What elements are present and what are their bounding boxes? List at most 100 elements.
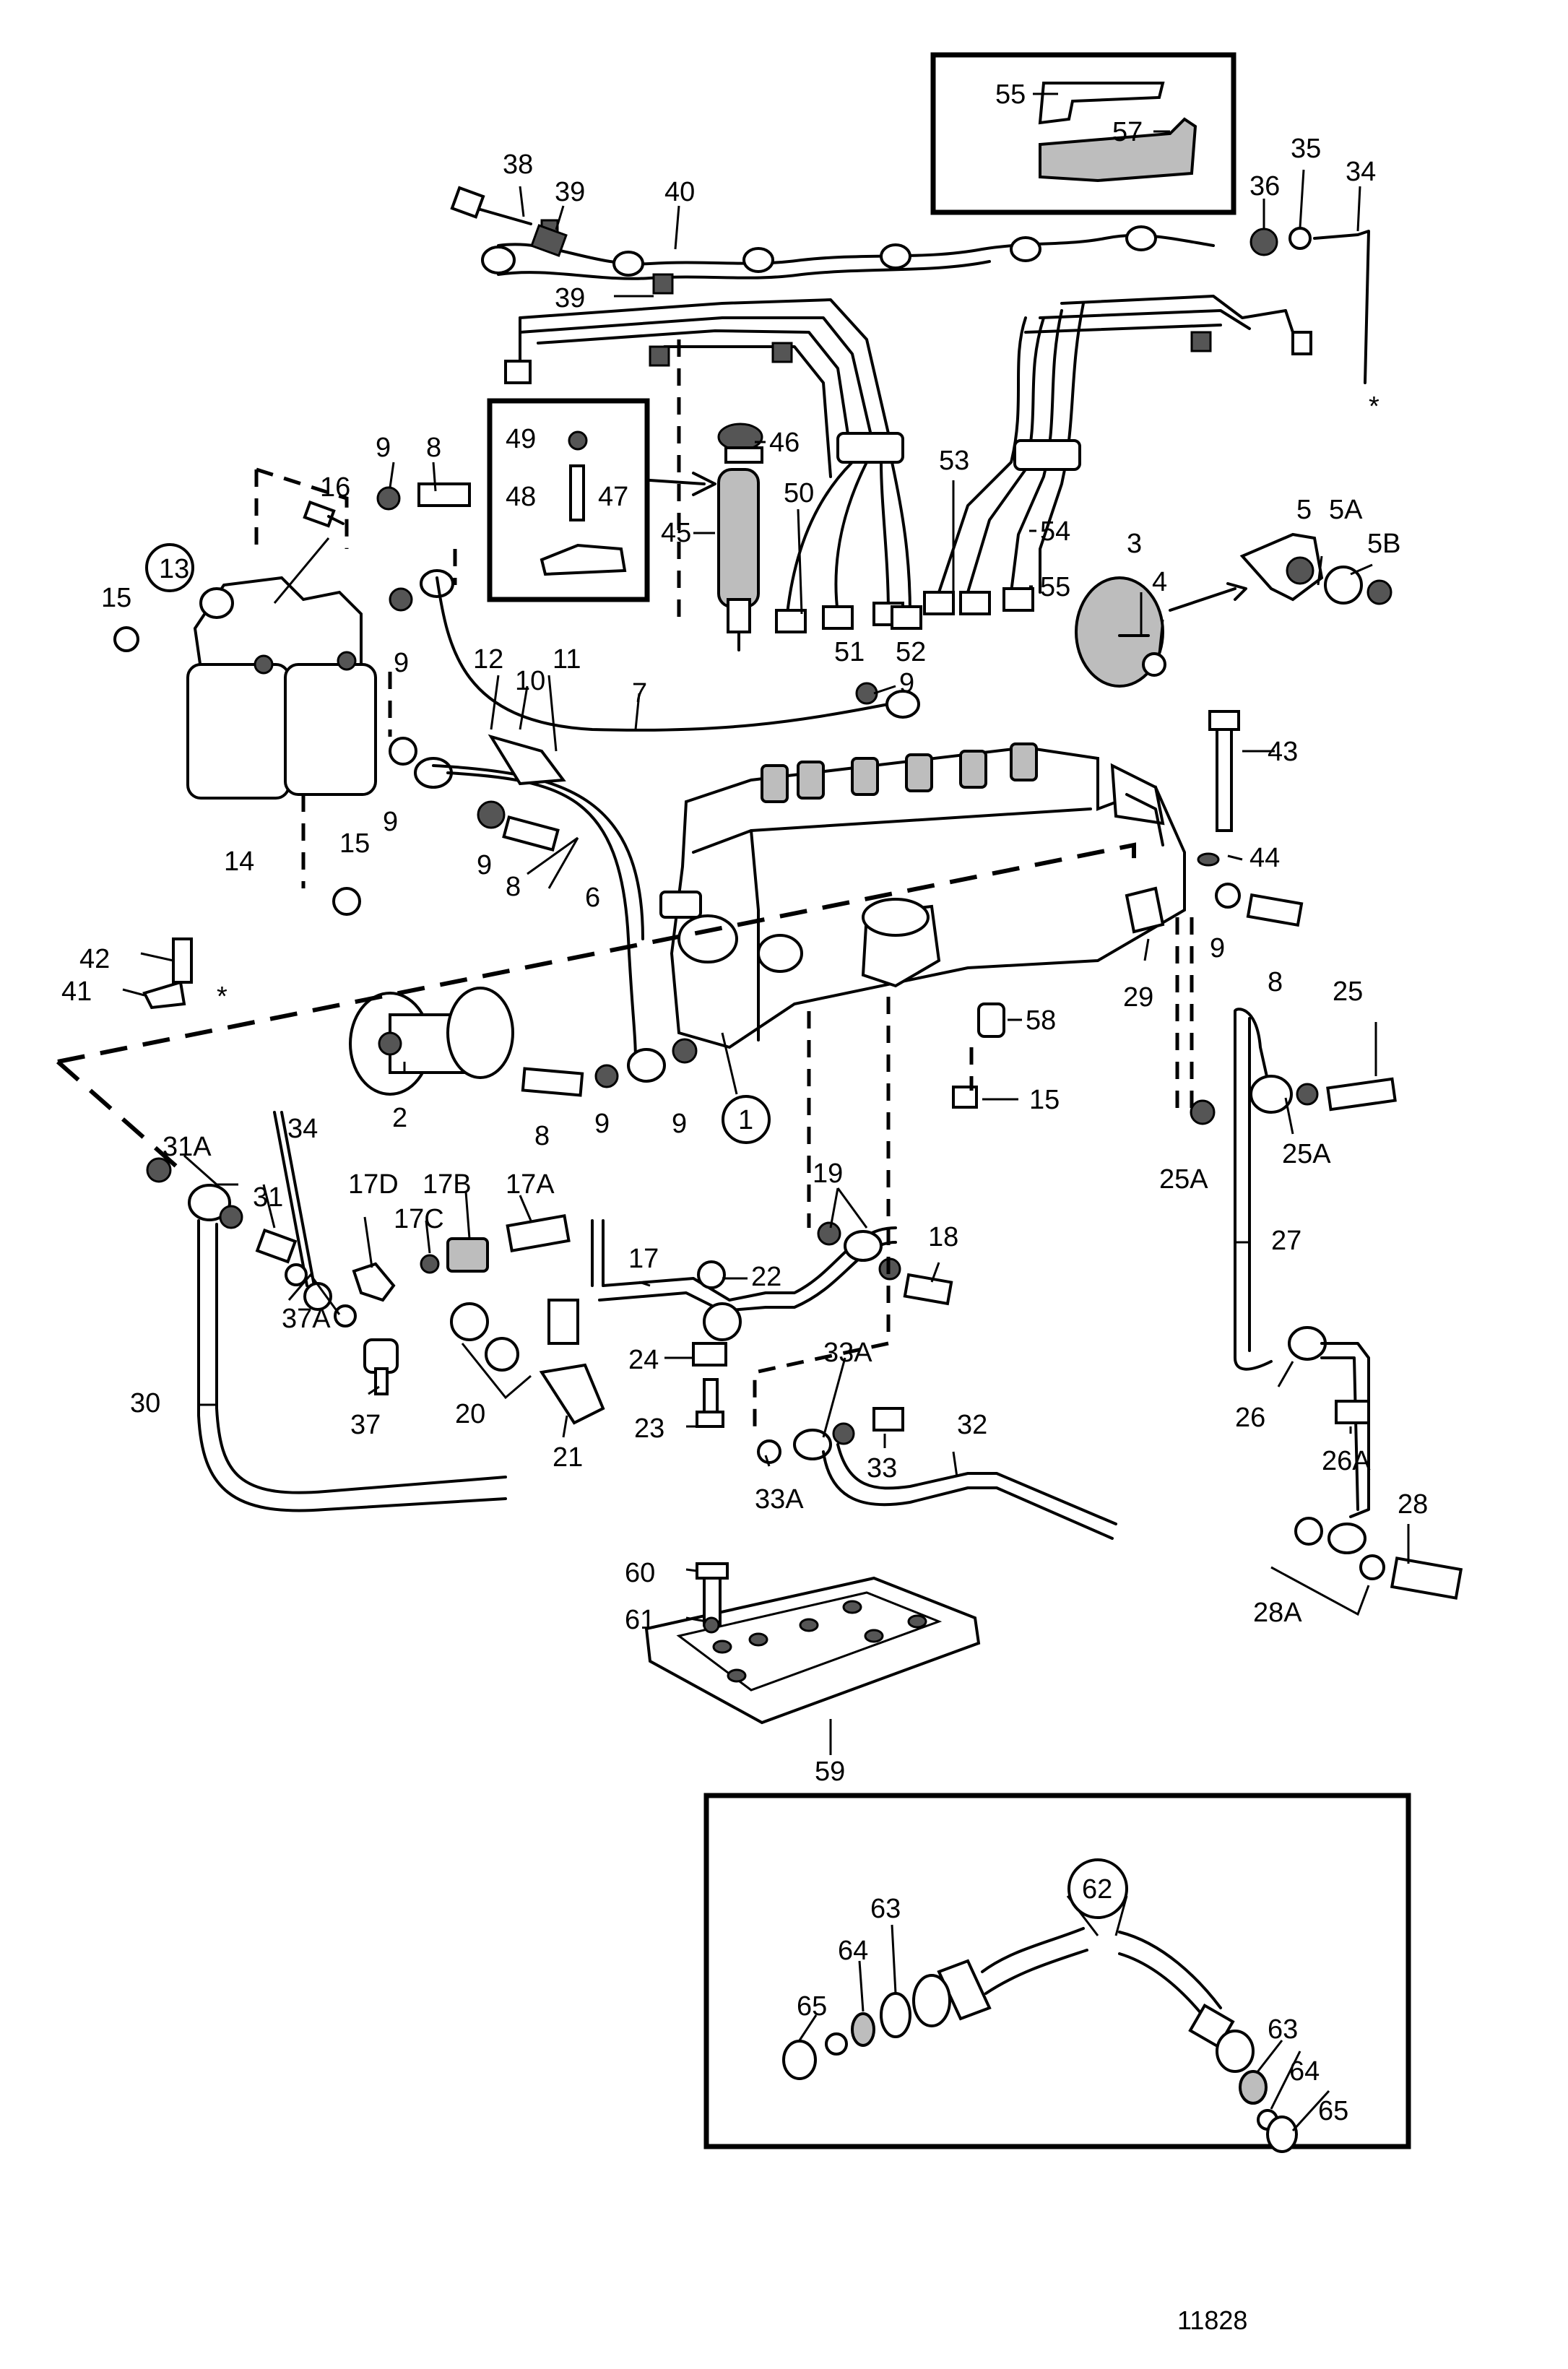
callout-15-b: 15 xyxy=(339,828,370,859)
callout-5B: 5B xyxy=(1367,529,1400,559)
callout-17B: 17B xyxy=(423,1169,472,1200)
base-plate-59 xyxy=(644,1562,981,1725)
callout-9-e: 9 xyxy=(477,850,492,880)
callout-9-h: 9 xyxy=(672,1109,687,1139)
callout-4: 4 xyxy=(1152,567,1167,597)
callout-25: 25 xyxy=(1333,976,1363,1007)
callout-49: 49 xyxy=(506,424,536,454)
callout-39-top: 39 xyxy=(555,177,585,207)
line-32 xyxy=(757,1407,1117,1540)
callout-8-b: 8 xyxy=(506,872,521,902)
callout-19: 19 xyxy=(813,1158,843,1189)
callout-63-left: 63 xyxy=(870,1894,901,1924)
callout-9-b: 9 xyxy=(394,648,409,678)
callout-17D: 17D xyxy=(348,1169,399,1200)
fuel-filter-13 xyxy=(113,576,377,800)
callout-2: 2 xyxy=(392,1103,407,1133)
fuel-line-17 xyxy=(352,1213,897,1428)
callout-10: 10 xyxy=(515,666,545,696)
callout-25A-left: 25A xyxy=(1159,1164,1208,1195)
callout-50: 50 xyxy=(784,478,814,508)
callout-22: 22 xyxy=(751,1262,781,1292)
callout-8-c: 8 xyxy=(1268,967,1283,997)
callout-61: 61 xyxy=(625,1605,655,1635)
callout-27: 27 xyxy=(1271,1226,1301,1256)
return-line-30 xyxy=(146,1157,507,1512)
callout-13: 13 xyxy=(159,554,189,584)
callout-55: 55 xyxy=(1040,572,1070,602)
callout-23: 23 xyxy=(634,1413,664,1444)
callout-63-right: 63 xyxy=(1268,2014,1298,2045)
callout-14: 14 xyxy=(224,846,254,877)
callout-55-top: 55 xyxy=(995,79,1026,110)
callout-26: 26 xyxy=(1235,1403,1265,1433)
callout-54: 54 xyxy=(1040,516,1070,547)
callout-31: 31 xyxy=(253,1182,283,1213)
callout-8-a: 8 xyxy=(426,433,441,463)
callout-47: 47 xyxy=(598,482,628,512)
callout-29: 29 xyxy=(1123,982,1153,1013)
drive-flange-2 xyxy=(349,987,514,1096)
callout-9-g: 9 xyxy=(594,1109,610,1139)
callout-17: 17 xyxy=(628,1244,659,1274)
callout-62: 62 xyxy=(1082,1874,1112,1905)
callout-20: 20 xyxy=(455,1399,485,1429)
line-fittings xyxy=(481,219,1212,384)
callout-33A-top: 33A xyxy=(823,1338,872,1368)
callout-34-top: 34 xyxy=(1346,157,1376,187)
callout-12: 12 xyxy=(473,644,503,675)
callout-9-f: 9 xyxy=(1210,933,1225,963)
callout-3: 3 xyxy=(1127,529,1142,559)
callout-45: 45 xyxy=(661,518,691,548)
callout-15-a: 15 xyxy=(101,583,131,613)
callout-26A: 26A xyxy=(1322,1446,1371,1476)
star-marker-top: * xyxy=(1369,391,1379,422)
callout-40: 40 xyxy=(664,177,695,207)
callout-64-left: 64 xyxy=(838,1936,868,1966)
pipe-end-fittings xyxy=(775,587,1034,633)
callout-59: 59 xyxy=(815,1757,845,1787)
callout-60: 60 xyxy=(625,1558,655,1588)
callout-41: 41 xyxy=(61,976,92,1007)
callout-5A: 5A xyxy=(1329,495,1363,525)
callout-24: 24 xyxy=(628,1345,659,1375)
callout-9-d: 9 xyxy=(383,807,398,837)
callout-52: 52 xyxy=(896,637,926,667)
callout-36: 36 xyxy=(1249,171,1280,202)
callout-43: 43 xyxy=(1268,737,1298,767)
callout-57: 57 xyxy=(1112,117,1143,147)
callout-6: 6 xyxy=(585,883,600,913)
callout-33A-bottom: 33A xyxy=(755,1484,804,1515)
callout-34-bottom: 34 xyxy=(287,1114,318,1144)
callout-35: 35 xyxy=(1291,134,1321,164)
callout-labels: 55 57 38 39 40 39 36 35 34 49 48 47 46 4… xyxy=(61,79,1428,2126)
callout-11: 11 xyxy=(553,644,581,675)
callout-42: 42 xyxy=(79,944,110,974)
callout-28: 28 xyxy=(1398,1489,1428,1520)
callout-9-a: 9 xyxy=(376,433,391,463)
return-line-27 xyxy=(1175,917,1463,1600)
callout-7: 7 xyxy=(632,678,647,709)
callout-39-mid: 39 xyxy=(555,283,585,313)
callout-5: 5 xyxy=(1296,495,1312,525)
callout-37: 37 xyxy=(350,1410,381,1440)
callout-8-d: 8 xyxy=(534,1121,550,1151)
star-marker-left: * xyxy=(217,982,228,1012)
callout-65-left: 65 xyxy=(797,1991,827,2022)
callout-21: 21 xyxy=(553,1442,583,1473)
callout-33: 33 xyxy=(867,1453,897,1484)
callout-15-c: 15 xyxy=(1029,1085,1060,1115)
callout-30: 30 xyxy=(130,1388,160,1419)
callout-65-right: 65 xyxy=(1318,2096,1348,2126)
callout-48: 48 xyxy=(506,482,536,512)
callout-17A: 17A xyxy=(506,1169,555,1200)
bracket-5 xyxy=(1239,532,1392,605)
inset-delivery-valve-box xyxy=(487,398,650,602)
callout-18: 18 xyxy=(928,1222,958,1252)
callout-44: 44 xyxy=(1249,843,1280,873)
injector-45 xyxy=(649,339,763,651)
callout-58: 58 xyxy=(1026,1005,1056,1036)
callout-51: 51 xyxy=(834,637,865,667)
callout-46: 46 xyxy=(769,428,800,458)
